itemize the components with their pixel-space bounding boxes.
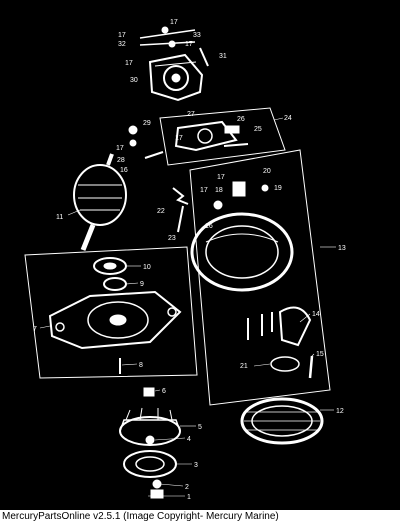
rear-housing-assembly [139, 26, 209, 102]
callout-31: 31 [219, 53, 227, 60]
parts-exploded-diagram: 1 2 3 4 5 6 7 8 9 10 11 12 13 14 15 16 1… [24, 19, 346, 501]
regulator-assembly [128, 120, 249, 159]
callout-33: 33 [193, 32, 201, 39]
callout-1: 1 [187, 494, 191, 501]
callout-10: 10 [143, 264, 151, 271]
callout-17-e: 17 [175, 135, 183, 142]
callout-15: 15 [316, 351, 324, 358]
callout-17-g: 17 [200, 187, 208, 194]
callout-11: 11 [56, 214, 63, 221]
callout-17-h: 17 [217, 174, 225, 181]
group-frame-7 [24, 246, 198, 379]
leader-lines [39, 117, 336, 497]
front-housing [48, 257, 182, 374]
callout-20: 20 [263, 168, 271, 175]
callout-14: 14 [312, 311, 320, 318]
callout-18: 18 [215, 187, 223, 194]
callout-3: 3 [194, 462, 198, 469]
callout-6: 6 [162, 388, 166, 395]
callout-21: 21 [240, 363, 248, 370]
group-frame-24 [159, 107, 286, 166]
callout-17-c: 17 [185, 41, 193, 48]
callout-numbers: 1 2 3 4 5 6 7 8 9 10 11 12 13 14 15 16 1… [33, 19, 346, 501]
callout-16-b: 16 [205, 223, 213, 230]
callout-13: 13 [338, 245, 346, 252]
callout-19: 19 [274, 185, 282, 192]
callout-2: 2 [185, 484, 189, 491]
stator-housing [172, 181, 294, 292]
callout-32: 32 [118, 41, 126, 48]
callout-25: 25 [254, 126, 262, 133]
callout-22: 22 [157, 208, 165, 215]
rotor [73, 153, 127, 251]
callout-17: 17 [170, 19, 178, 26]
rectifier-bracket [247, 306, 314, 379]
callout-17-f: 17 [116, 145, 124, 152]
callout-9: 9 [140, 281, 144, 288]
callout-12: 12 [336, 408, 344, 415]
group-frame-13 [189, 149, 331, 406]
callout-30: 30 [130, 77, 138, 84]
callout-17-b: 17 [118, 32, 126, 39]
callout-16: 16 [120, 167, 128, 174]
callout-28: 28 [117, 157, 125, 164]
callout-7: 7 [33, 326, 37, 333]
callout-26: 26 [237, 116, 245, 123]
callout-4: 4 [187, 436, 191, 443]
callout-24: 24 [284, 115, 292, 122]
callout-5: 5 [198, 424, 202, 431]
callout-27: 27 [187, 111, 195, 118]
copyright-footer: MercuryPartsOnline v2.5.1 (Image Copyrig… [0, 510, 400, 524]
callout-17-d: 17 [125, 60, 133, 67]
pulley-fan-stack [119, 387, 181, 499]
callout-23: 23 [168, 235, 176, 242]
stator [240, 397, 324, 445]
callout-29: 29 [143, 120, 151, 127]
callout-8: 8 [139, 362, 143, 369]
